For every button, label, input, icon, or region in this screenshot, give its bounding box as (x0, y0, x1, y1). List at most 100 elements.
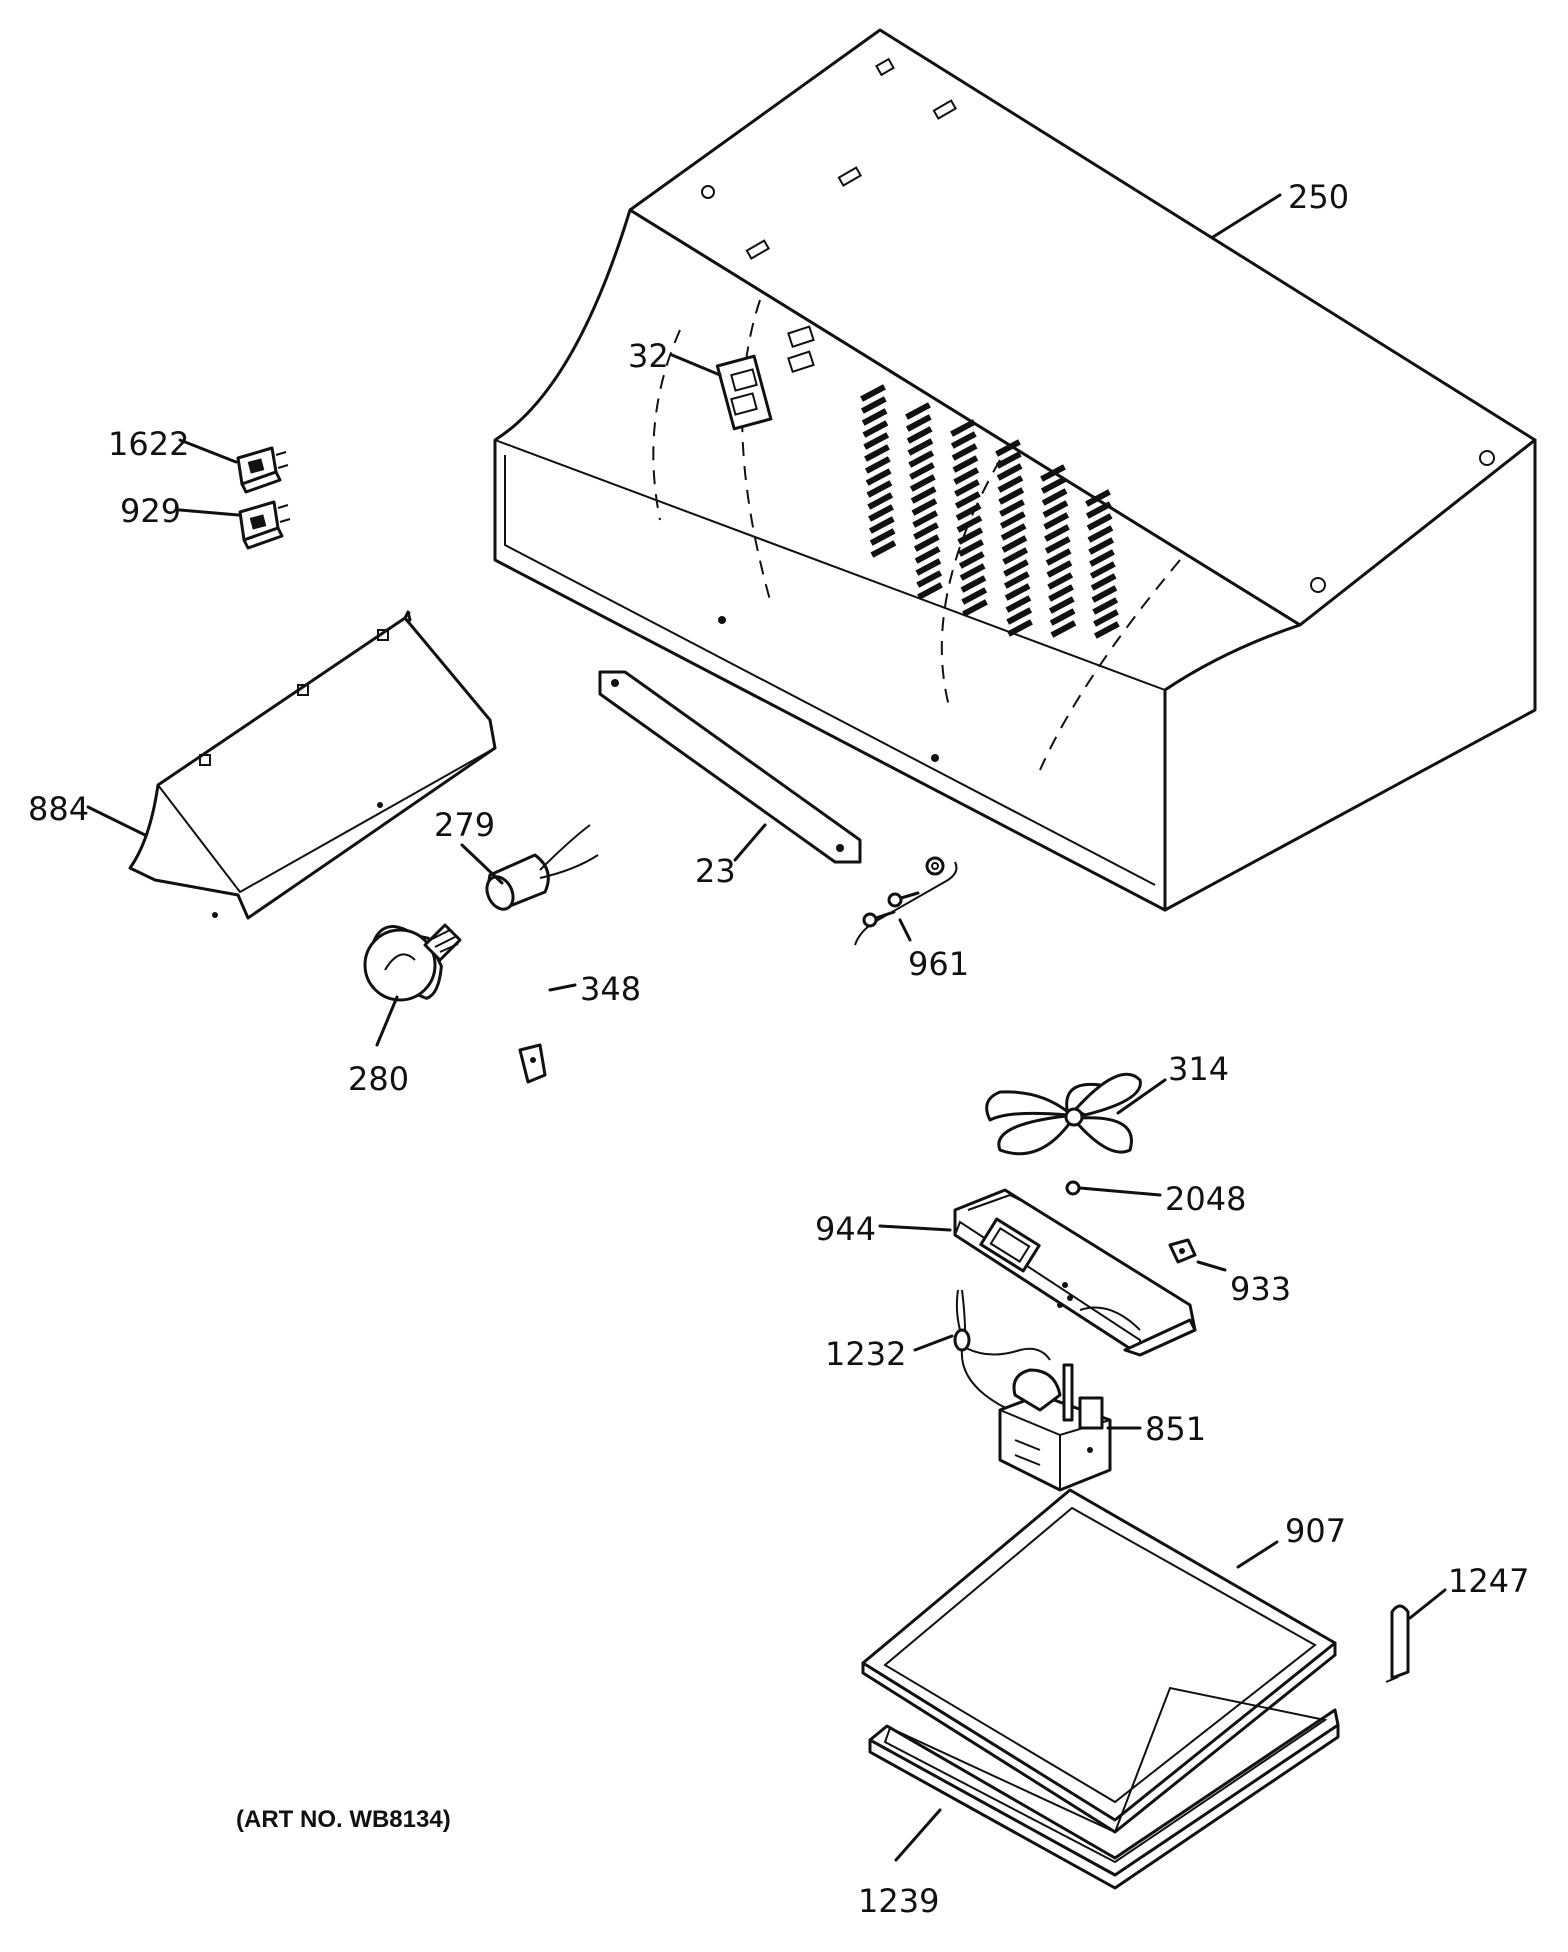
callout-884: 884 (28, 790, 89, 828)
louver-slot (958, 539, 984, 557)
louver-slot (1001, 535, 1028, 553)
louver-slot (913, 534, 940, 552)
louver-slot (905, 414, 932, 432)
louver-slot (950, 419, 976, 437)
louver-slot (1093, 621, 1120, 639)
rocker-switch-1622 (236, 446, 289, 494)
vent-louvers (860, 384, 1120, 639)
louver-slot (1045, 548, 1072, 566)
louver-slot (955, 503, 982, 521)
louver-slot (1085, 489, 1111, 507)
louver-slot (864, 444, 890, 462)
louver-slot (862, 420, 889, 438)
louver-slot (958, 551, 985, 569)
callout-961: 961 (908, 945, 969, 983)
louver-slot (1093, 609, 1119, 627)
nameplate-part-32 (715, 354, 773, 431)
louver-slot (1085, 501, 1112, 519)
louver-slot (912, 510, 939, 528)
louver-slot (1089, 561, 1116, 579)
louver-slot (1007, 619, 1033, 637)
louver-slot (913, 522, 939, 540)
louver-slot (1006, 607, 1033, 625)
louver-slot (908, 450, 935, 468)
callout-933: 933 (1230, 1270, 1291, 1308)
louver-slot (995, 451, 1022, 469)
louver-slot (907, 438, 934, 456)
rocker-switch-929 (238, 500, 291, 550)
callout-907: 907 (1285, 1512, 1346, 1550)
louver-slot (911, 498, 938, 516)
louver-slot (870, 540, 897, 558)
louver-slot (952, 455, 979, 473)
louver-slot (1088, 537, 1115, 555)
louver-slot (1002, 547, 1029, 565)
louver-slot (959, 563, 986, 581)
callout-944: 944 (815, 1210, 876, 1248)
callout-851: 851 (1145, 1410, 1206, 1448)
louver-slot (1086, 513, 1113, 531)
charcoal-filter-1239 (868, 1686, 1340, 1890)
nut-2048 (1065, 1180, 1081, 1196)
louver-slot (1089, 549, 1115, 567)
motor-bracket-944 (953, 1188, 1197, 1357)
louver-slot (916, 570, 943, 588)
louver-slot (1044, 524, 1070, 542)
louver-slot (956, 515, 983, 533)
louver-slot (954, 479, 980, 497)
louver-slot (1003, 571, 1030, 589)
louver-slot (954, 491, 981, 509)
callout-314: 314 (1168, 1050, 1229, 1088)
louver-slot (867, 492, 894, 510)
louver-slot (962, 599, 988, 617)
louver-slot (910, 486, 937, 504)
louver-slot (1050, 620, 1077, 638)
louver-slot (909, 474, 936, 492)
louver-slot (917, 582, 943, 600)
louver-slot (950, 431, 977, 449)
louver-slot (868, 516, 895, 534)
louver-slot (909, 462, 935, 480)
louver-slot (951, 443, 978, 461)
light-shield-884 (128, 610, 497, 920)
louver-slot (996, 463, 1023, 481)
louver-slot (1041, 488, 1068, 506)
louver-slot (1040, 476, 1067, 494)
louver-slot (860, 384, 886, 402)
callout-1622: 1622 (108, 425, 189, 463)
light-bulb-280 (363, 923, 462, 1002)
filter-clip-1247 (1385, 1604, 1410, 1683)
louver-slot (1000, 523, 1027, 541)
callout-32: 32 (628, 337, 669, 375)
louver-slot (1044, 536, 1071, 554)
bracket-23 (598, 670, 862, 864)
callout-280: 280 (348, 1060, 409, 1098)
motor-851 (998, 1363, 1112, 1492)
callout-2048: 2048 (1165, 1180, 1246, 1218)
callout-1247: 1247 (1448, 1562, 1529, 1600)
leader-lines (86, 193, 1447, 1862)
louver-slot (905, 402, 931, 420)
clip-348 (518, 1043, 547, 1084)
louver-slot (1005, 595, 1032, 613)
grease-filter-907 (861, 1488, 1337, 1834)
louver-slot (914, 546, 941, 564)
louver-slot (1042, 500, 1069, 518)
callout-1239: 1239 (858, 1882, 939, 1920)
louver-slot (1048, 596, 1075, 614)
louver-slot (1004, 583, 1031, 601)
callout-929: 929 (120, 492, 181, 530)
louver-slot (995, 439, 1021, 457)
louver-slot (1087, 525, 1114, 543)
louver-slot (998, 487, 1025, 505)
louver-slot (997, 475, 1024, 493)
louver-slot (864, 456, 891, 474)
louver-slot (1040, 464, 1066, 482)
callout-348: 348 (580, 970, 641, 1008)
hood-body (493, 28, 1537, 912)
louver-slot (1091, 585, 1118, 603)
clip-933 (1168, 1238, 1197, 1264)
art-number: (ART NO. WB8134) (236, 1806, 451, 1833)
hardware-961 (854, 856, 958, 946)
